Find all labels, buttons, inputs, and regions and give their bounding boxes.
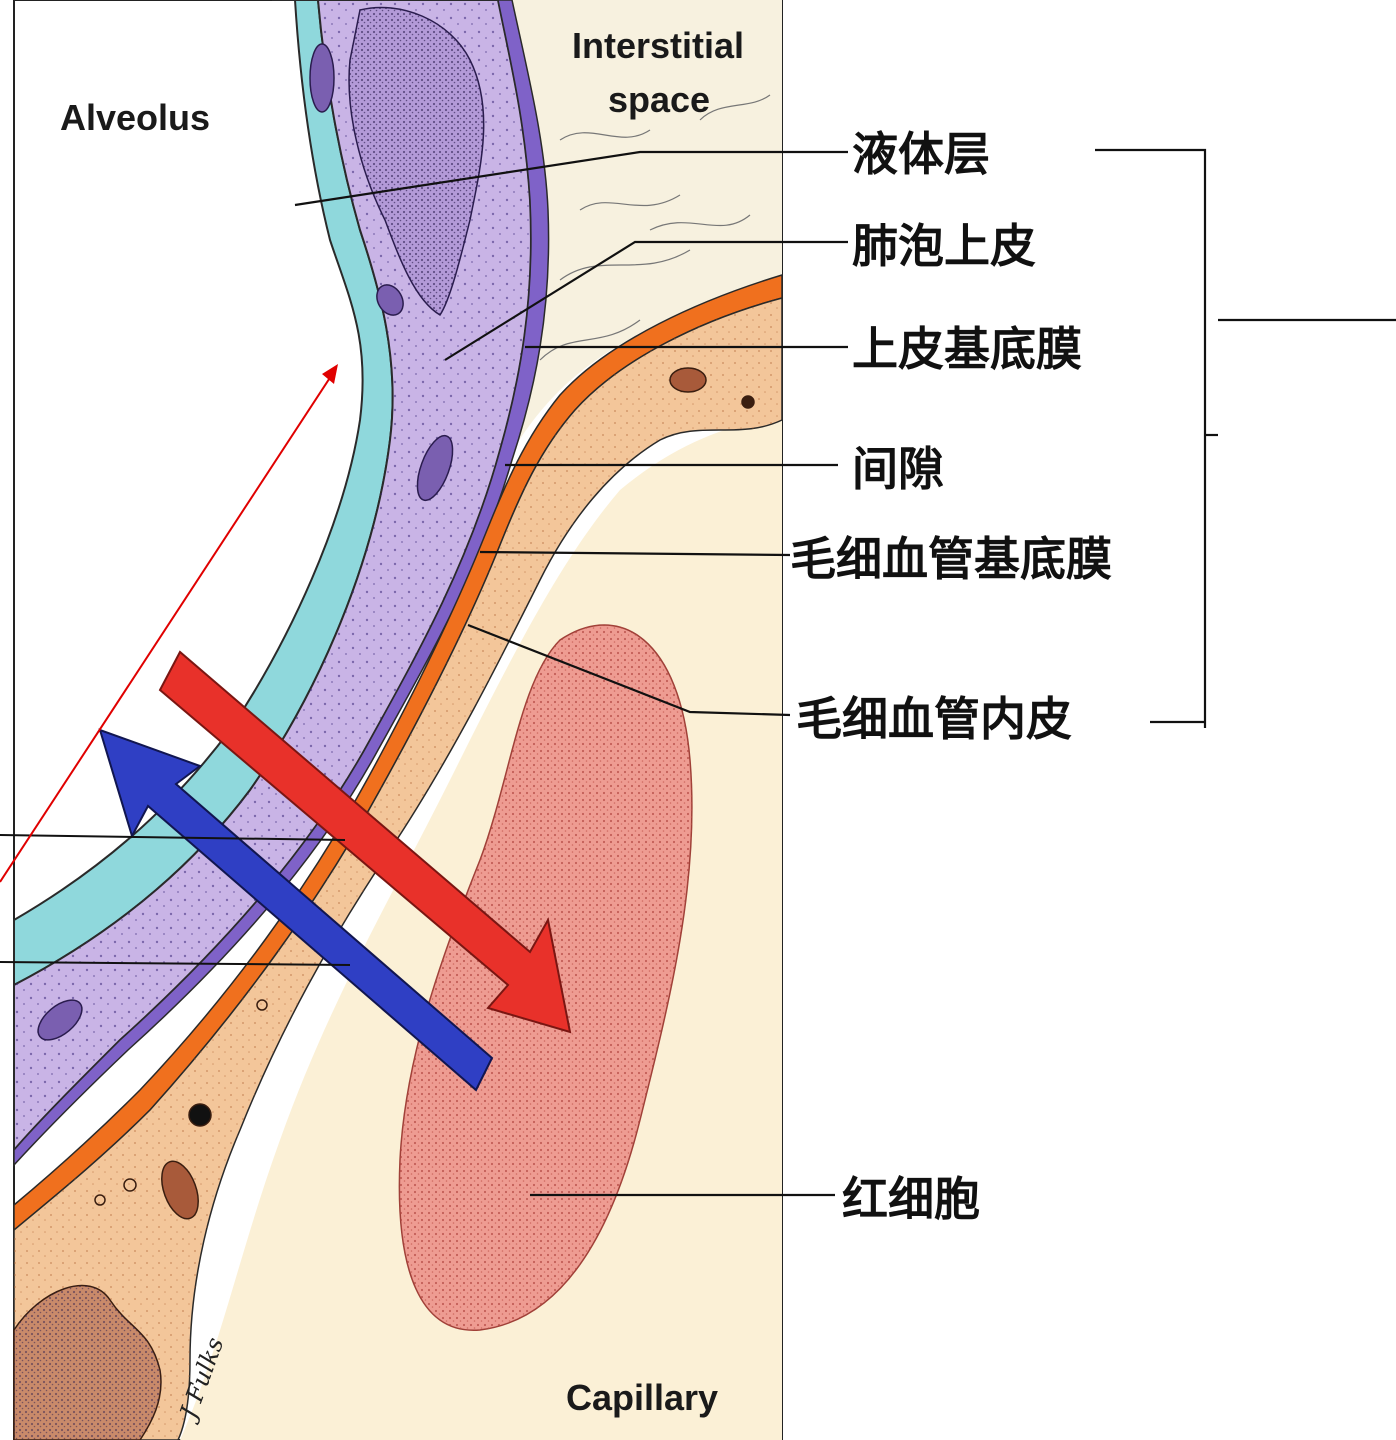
layers-bracket bbox=[1095, 150, 1396, 728]
vesicle-4 bbox=[742, 396, 754, 408]
capillary-label: Capillary bbox=[566, 1377, 718, 1418]
label-epithelial-basement-membrane: 上皮基底膜 bbox=[852, 322, 1082, 376]
interstitial-label-line1: Interstitial bbox=[572, 25, 744, 66]
mitochondrion-1 bbox=[310, 44, 334, 112]
label-interstitium: 间隙 bbox=[852, 442, 944, 496]
bracket-top bbox=[1095, 150, 1205, 728]
label-fluid-layer: 液体层 bbox=[852, 127, 990, 181]
label-capillary-endothelium: 毛细血管内皮 bbox=[796, 692, 1072, 746]
label-alveolar-epithelium: 肺泡上皮 bbox=[852, 219, 1036, 273]
label-red-blood-cell: 红细胞 bbox=[842, 1172, 980, 1226]
vesicle-dark bbox=[189, 1104, 211, 1126]
mitochondrion-5 bbox=[670, 368, 706, 392]
label-capillary-basement-membrane: 毛细血管基底膜 bbox=[790, 532, 1112, 586]
alveolus-label: Alveolus bbox=[60, 97, 210, 138]
interstitial-label-line2: space bbox=[608, 79, 710, 120]
